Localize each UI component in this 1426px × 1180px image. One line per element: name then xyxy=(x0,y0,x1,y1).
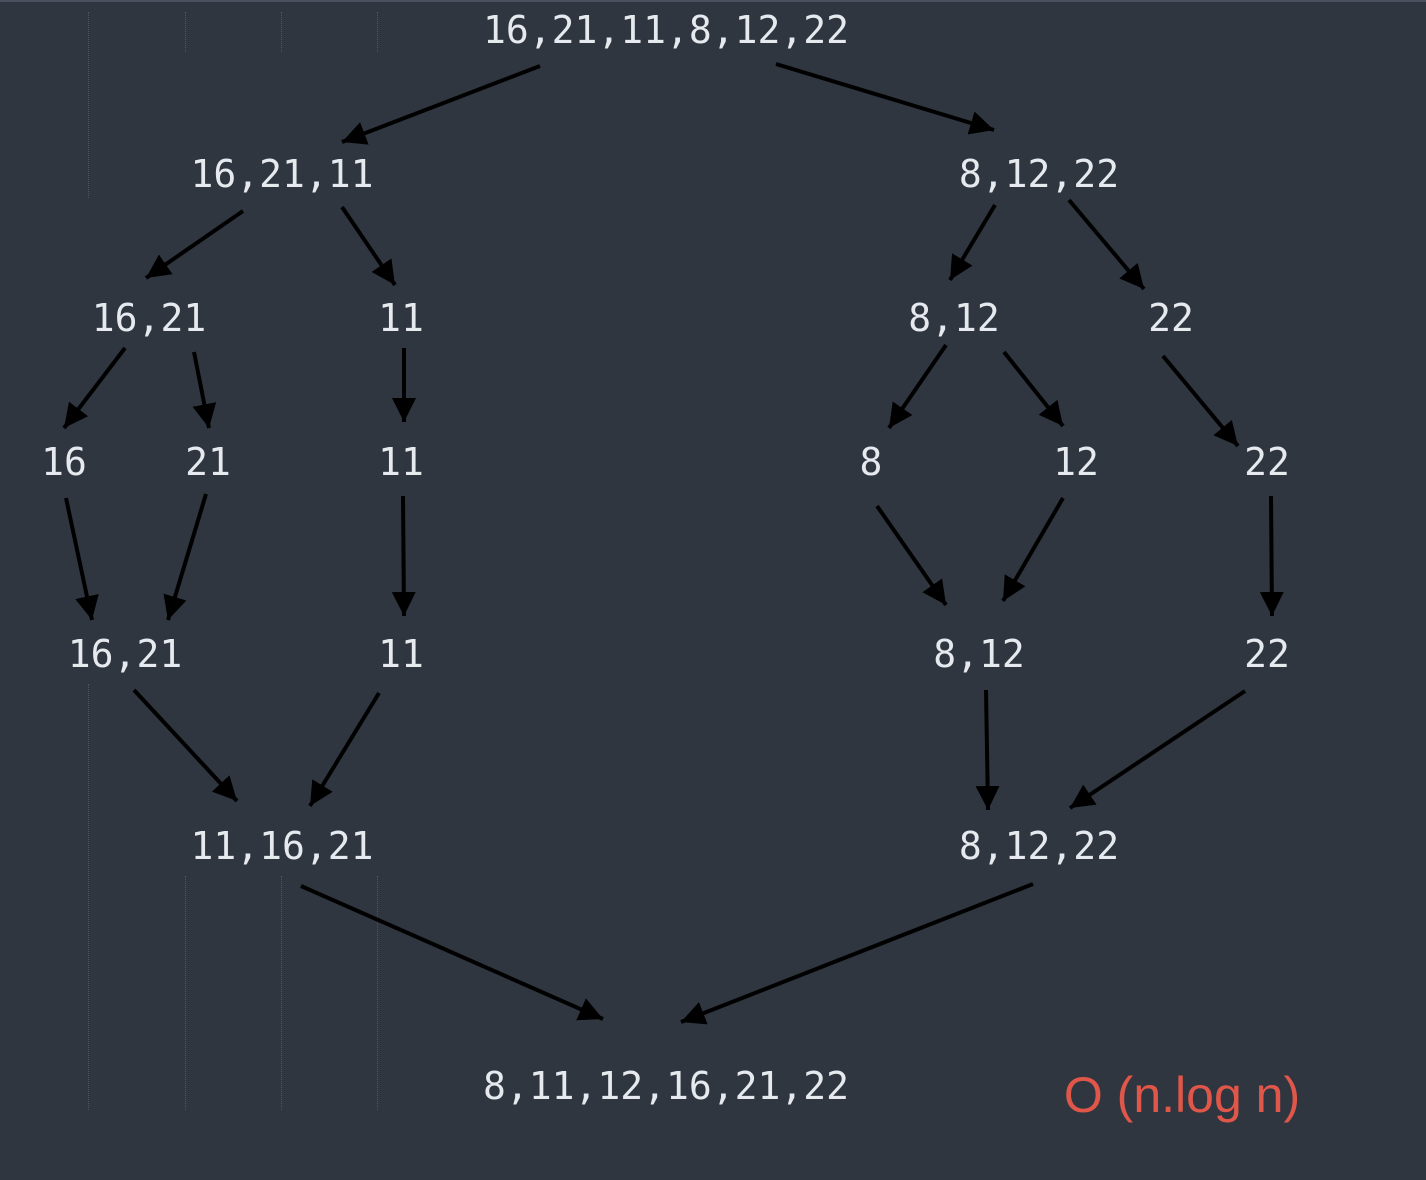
arrow xyxy=(887,343,948,430)
node-r3-c: 22 xyxy=(1244,440,1290,484)
arrow xyxy=(975,689,1000,811)
arrow xyxy=(1067,198,1146,291)
arrow xyxy=(64,497,99,621)
guide-line xyxy=(377,876,378,1110)
arrow xyxy=(875,504,948,607)
arrow xyxy=(300,884,604,1021)
guide-line xyxy=(281,876,282,1110)
arrow xyxy=(144,209,245,280)
guide-line xyxy=(185,876,186,1110)
node-r4-a: 8,12 xyxy=(933,632,1025,676)
node-root: 16,21,11,8,12,22 xyxy=(482,8,850,52)
arrow xyxy=(1001,496,1065,603)
node-result: 8,11,12,16,21,22 xyxy=(482,1064,850,1108)
arrow xyxy=(1002,350,1065,428)
arrow xyxy=(948,203,997,282)
arrow xyxy=(163,493,208,621)
arrow xyxy=(308,691,381,808)
node-r2-a: 8,12 xyxy=(908,296,1000,340)
node-l3-a: 16 xyxy=(41,440,87,484)
guide-line xyxy=(185,12,186,52)
node-l3-b: 21 xyxy=(185,440,231,484)
arrow xyxy=(340,205,397,287)
arrow xyxy=(62,346,127,430)
arrow xyxy=(1259,495,1284,617)
node-l2-a: 16,21 xyxy=(91,296,207,340)
node-l4-a: 16,21 xyxy=(67,632,183,676)
guide-line xyxy=(281,12,282,52)
node-right-split: 8,12,22 xyxy=(958,152,1120,196)
top-border xyxy=(0,0,1426,2)
arrow xyxy=(1161,354,1240,448)
arrow xyxy=(132,688,239,803)
complexity-label: O (n.log n) xyxy=(1063,1067,1301,1123)
arrow xyxy=(341,64,541,145)
node-l2-b: 11 xyxy=(378,296,424,340)
node-r4-b: 22 xyxy=(1244,632,1290,676)
arrow xyxy=(192,351,217,429)
guide-line xyxy=(377,12,378,52)
arrow xyxy=(775,62,995,135)
node-r3-b: 12 xyxy=(1053,440,1099,484)
arrow xyxy=(1068,689,1247,810)
arrow xyxy=(391,495,416,617)
guide-line xyxy=(88,12,89,198)
node-left-merge: 11,16,21 xyxy=(190,824,374,868)
guide-line xyxy=(88,684,89,1110)
arrow xyxy=(680,882,1034,1025)
node-l3-c: 11 xyxy=(378,440,424,484)
node-r3-a: 8 xyxy=(859,440,883,484)
node-left-split: 16,21,11 xyxy=(190,152,374,196)
node-r2-b: 22 xyxy=(1148,296,1194,340)
node-l4-b: 11 xyxy=(378,632,424,676)
node-right-merge: 8,12,22 xyxy=(958,824,1120,868)
